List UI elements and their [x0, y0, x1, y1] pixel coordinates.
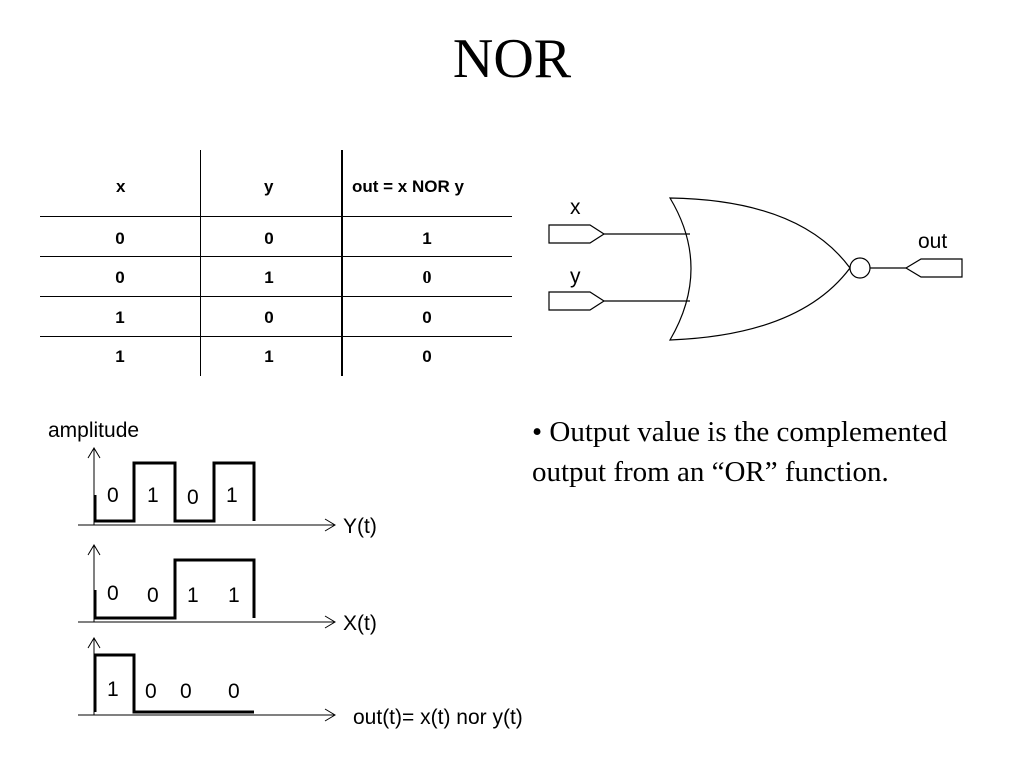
table-cell: 1 [422, 229, 432, 248]
waveform-out [93, 653, 254, 714]
table-header-divider [40, 216, 512, 217]
output-pin [904, 258, 963, 278]
table-header-y: y [264, 177, 274, 196]
table-cell: 0 [422, 267, 432, 287]
input-pin-y [548, 291, 606, 311]
waveform-signals [93, 461, 256, 714]
nor-gate-symbol [548, 197, 963, 341]
table-cell: 0 [264, 308, 274, 327]
waveform-x [93, 558, 256, 620]
table-cell: 0 [115, 268, 125, 287]
inversion-bubble [849, 257, 871, 279]
waveform-y [93, 461, 256, 523]
signal-label-y: Y(t) [343, 515, 377, 538]
bit-label: 1 [107, 678, 119, 701]
table-column-divider-bold [341, 150, 343, 376]
bit-label: 0 [187, 486, 199, 509]
bit-label: 1 [228, 584, 240, 607]
table-row-divider [40, 296, 512, 297]
bit-label: 0 [147, 584, 159, 607]
gate-label-out: out [918, 230, 947, 253]
bit-label: 0 [107, 582, 119, 605]
bit-label: 0 [228, 680, 240, 703]
table-cell: 1 [115, 347, 125, 366]
table-column-divider [200, 150, 201, 376]
bit-label: 1 [187, 584, 199, 607]
table-row-divider [40, 256, 512, 257]
table-cell: 0 [264, 229, 274, 248]
table-cell: 0 [115, 229, 125, 248]
or-gate-body [668, 197, 851, 341]
table-cell: 0 [422, 308, 432, 327]
table-cell: 0 [422, 347, 432, 366]
bit-label: 1 [226, 484, 238, 507]
bullet-text: • Output value is the complemented outpu… [532, 416, 948, 488]
truth-table: x y out = x NOR y 0 0 1 0 1 0 1 0 0 1 1 … [40, 150, 520, 380]
bit-label: 0 [107, 484, 119, 507]
slide-title: NOR [452, 28, 572, 90]
signal-label-out: out(t)= x(t) nor y(t) [353, 706, 523, 729]
table-header-x: x [116, 177, 126, 196]
bit-label: 0 [145, 680, 157, 703]
table-cell: 1 [264, 347, 274, 366]
table-row-divider [40, 336, 512, 337]
signal-label-x: X(t) [343, 612, 377, 635]
table-cell: 1 [115, 308, 125, 327]
gate-label-x: x [570, 196, 581, 219]
amplitude-label: amplitude [48, 419, 139, 442]
bit-label: 1 [147, 484, 159, 507]
table-cell: 1 [264, 268, 274, 287]
table-header-out: out = x NOR y [352, 177, 464, 196]
bit-label: 0 [180, 680, 192, 703]
gate-label-y: y [570, 265, 581, 288]
input-pin-x [548, 224, 606, 244]
